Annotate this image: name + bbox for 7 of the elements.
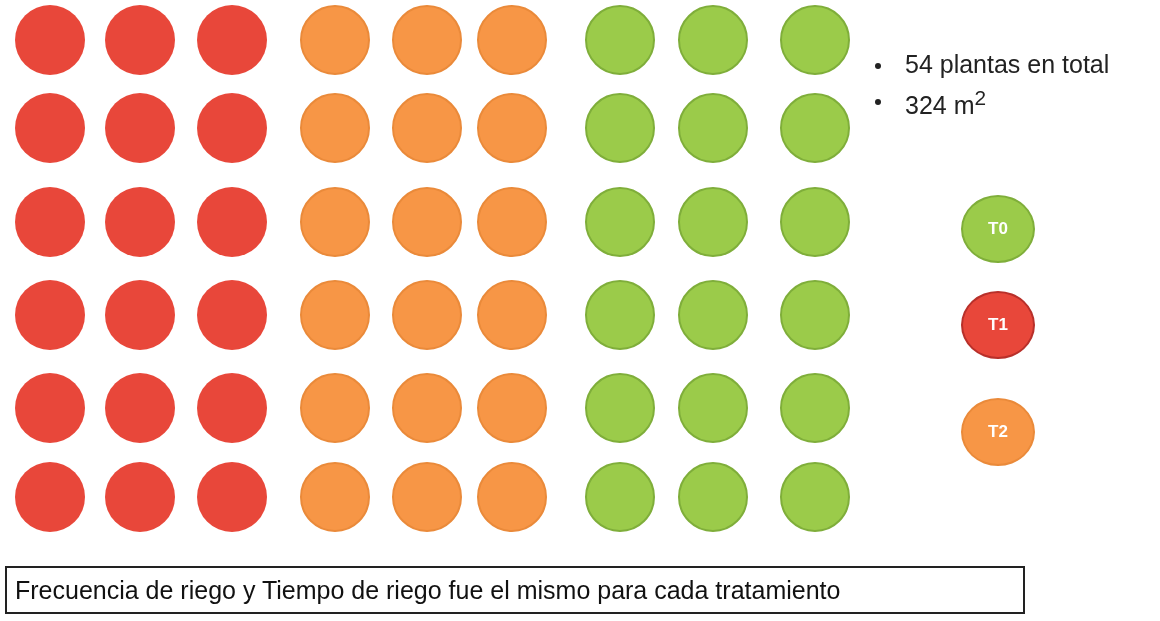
note-box [5, 566, 1025, 614]
legend-label: T2 [988, 422, 1008, 442]
note-text: Frecuencia de riego y Tiempo de riego fue el mismo para cada tratamiento [15, 575, 841, 605]
legend-label: T1 [988, 315, 1008, 335]
bullet-text: 54 plantas en total [905, 50, 1110, 79]
bullet-text: 324 m$^{2}$ [905, 86, 987, 121]
legend-label: T0 [988, 219, 1008, 239]
